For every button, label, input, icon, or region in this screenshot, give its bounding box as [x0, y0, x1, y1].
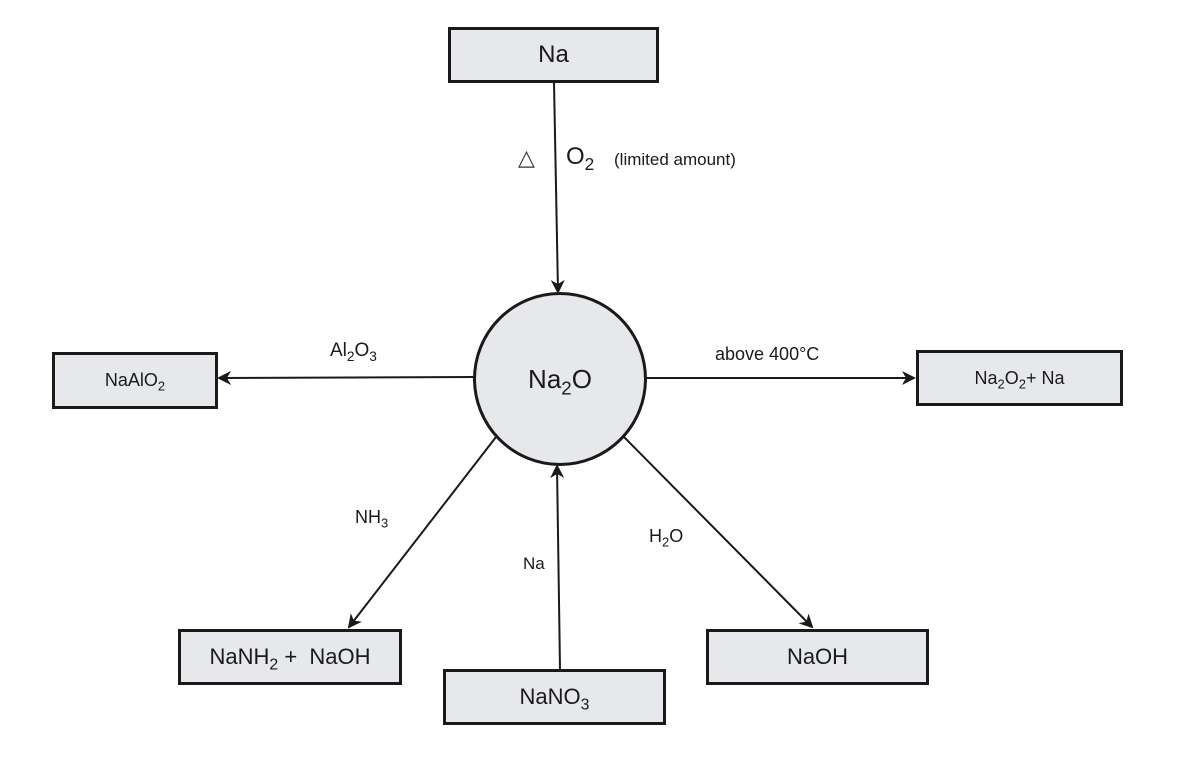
- subscript: 2: [662, 534, 670, 550]
- edge-na2o-to-naalo2: [217, 370, 475, 385]
- node-na: Na: [448, 27, 659, 83]
- subscript: 3: [369, 348, 377, 364]
- edge-label-al2o3: Al2O3: [330, 340, 377, 364]
- formula-text: + Na: [1025, 367, 1065, 388]
- node-na2o2-na: Na2O2+ Na: [916, 350, 1123, 406]
- subscript: 2: [157, 378, 166, 394]
- formula-text: NH: [355, 507, 381, 527]
- edge-label-h2o: H2O: [649, 526, 684, 550]
- formula-text: O: [571, 363, 592, 394]
- formula-text: Al: [330, 340, 347, 361]
- edge-label-above-400c: above 400°C: [715, 344, 819, 365]
- edge-label-nh3: NH3: [355, 507, 389, 531]
- formula-text: Na: [528, 363, 562, 394]
- heat-triangle-icon: △: [518, 145, 535, 170]
- formula-text: O: [1004, 367, 1019, 388]
- node-naalo2-label: NaAlO2: [104, 370, 166, 394]
- node-naoh: NaOH: [706, 629, 929, 685]
- subscript: 3: [580, 696, 590, 714]
- node-na-label: Na: [538, 41, 569, 69]
- formula-text: NaOH: [786, 644, 849, 669]
- node-naalo2: NaAlO2: [52, 352, 218, 409]
- edge-label-na: Na: [523, 554, 545, 574]
- subscript: 2: [1018, 376, 1026, 392]
- subscript: 2: [561, 377, 572, 399]
- formula-text: Na: [523, 554, 545, 573]
- edge-na-to-na2o: [550, 81, 565, 294]
- formula-text: NaAlO: [104, 370, 158, 390]
- edge-note-limited-amount: (limited amount): [614, 150, 736, 169]
- node-nano3: NaNO3: [443, 669, 666, 725]
- edge-na2o-to-nanh2: [347, 436, 497, 629]
- formula-text: O: [669, 526, 684, 546]
- subscript: 2: [997, 376, 1005, 392]
- node-naoh-label: NaOH: [787, 644, 848, 670]
- edge-nano3-to-na2o: [550, 464, 565, 670]
- formula-text: O: [566, 143, 585, 170]
- subscript: 2: [269, 656, 279, 674]
- formula-text: O: [354, 340, 370, 361]
- node-na2o-label: Na2O: [528, 363, 592, 399]
- subscript: 2: [346, 348, 355, 364]
- subscript: 3: [381, 515, 389, 531]
- formula-text: Na: [974, 367, 998, 388]
- edge-na2o-to-naoh: [623, 436, 814, 629]
- formula-text: above 400°C: [715, 344, 820, 364]
- node-na2o-center: Na2O: [473, 292, 647, 466]
- node-na2o2-na-label: Na2O2+ Na: [974, 367, 1065, 392]
- formula-text: Na: [538, 41, 569, 68]
- formula-text: NaNO: [519, 684, 581, 709]
- formula-text: H: [649, 526, 662, 546]
- formula-text: + NaOH: [278, 644, 371, 669]
- node-nanh2-naoh: NaNH2 + NaOH: [178, 629, 402, 685]
- formula-text: NaNH: [209, 644, 270, 669]
- node-nano3-label: NaNO3: [519, 684, 590, 713]
- edge-label-o2: O2: [566, 143, 595, 175]
- node-nanh2-naoh-label: NaNH2 + NaOH: [209, 644, 371, 673]
- subscript: 2: [584, 154, 595, 175]
